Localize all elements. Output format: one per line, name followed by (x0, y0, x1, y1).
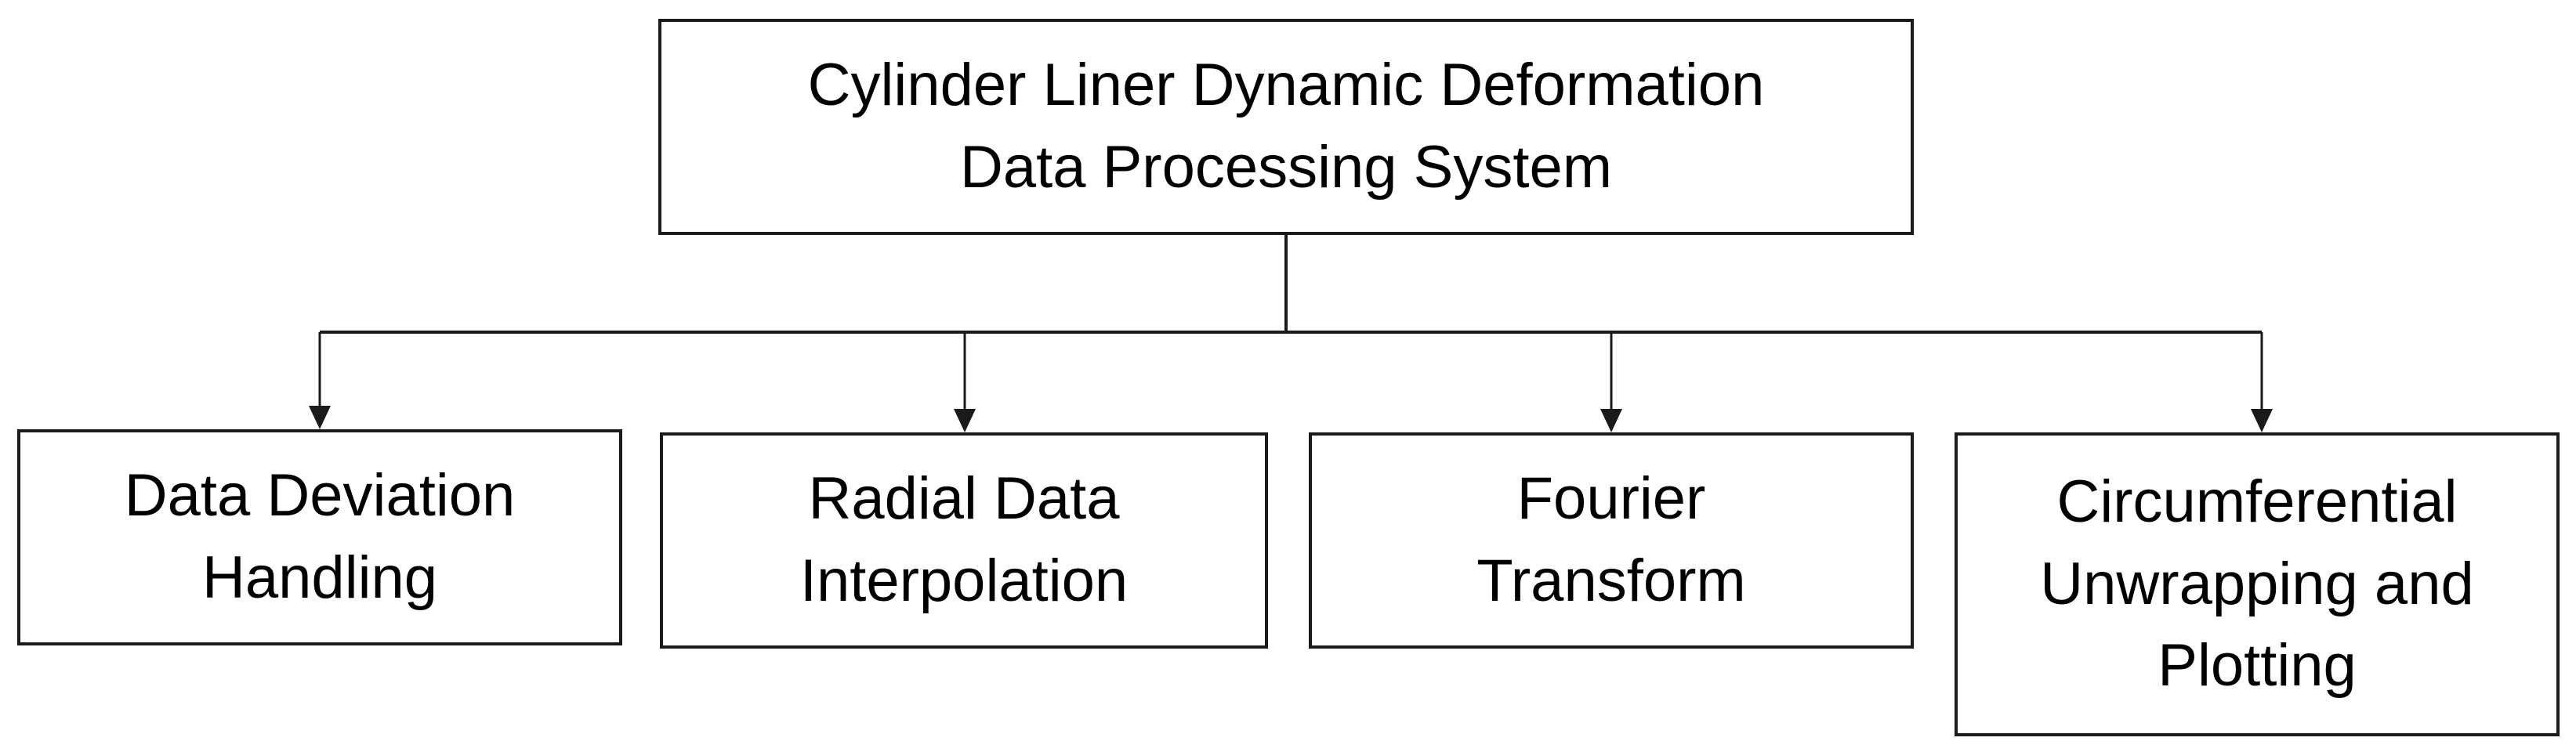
child-node-label-line: Transform (1476, 548, 1746, 614)
root-node-box: Cylinder Liner Dynamic Deformation Data … (658, 19, 1914, 235)
child-node-label-line: Fourier (1516, 465, 1706, 533)
child-node-label-line: Data Deviation (124, 462, 516, 530)
arrowhead-fourier-transform (1600, 409, 1622, 432)
child-node-label-line: Plotting (2158, 632, 2357, 700)
child-node-label-line: Interpolation (799, 548, 1129, 614)
arrowhead-radial-interpolation (954, 409, 976, 432)
child-node-data-deviation-handling: Data Deviation Handling (17, 429, 622, 645)
root-node-label-line-2: Data Processing System (959, 134, 1613, 201)
child-node-fourier-transform: Fourier Transform (1309, 432, 1914, 649)
child-node-label-line: Circumferential (2056, 468, 2458, 535)
child-node-label-line: Handling (202, 544, 437, 611)
arrowhead-data-deviation (309, 406, 331, 429)
child-node-label-line: Radial Data (808, 465, 1120, 533)
arrowhead-circumferential-unwrapping (2251, 409, 2273, 432)
child-node-circumferential-unwrapping-and-plotting: Circumferential Unwrapping and Plotting (1955, 432, 2560, 736)
branch-arrows (309, 332, 2273, 432)
root-node-label-line-1: Cylinder Liner Dynamic Deformation (807, 52, 1765, 119)
child-node-radial-data-interpolation: Radial Data Interpolation (660, 432, 1268, 649)
child-node-label-line: Unwrapping and (2040, 550, 2474, 617)
